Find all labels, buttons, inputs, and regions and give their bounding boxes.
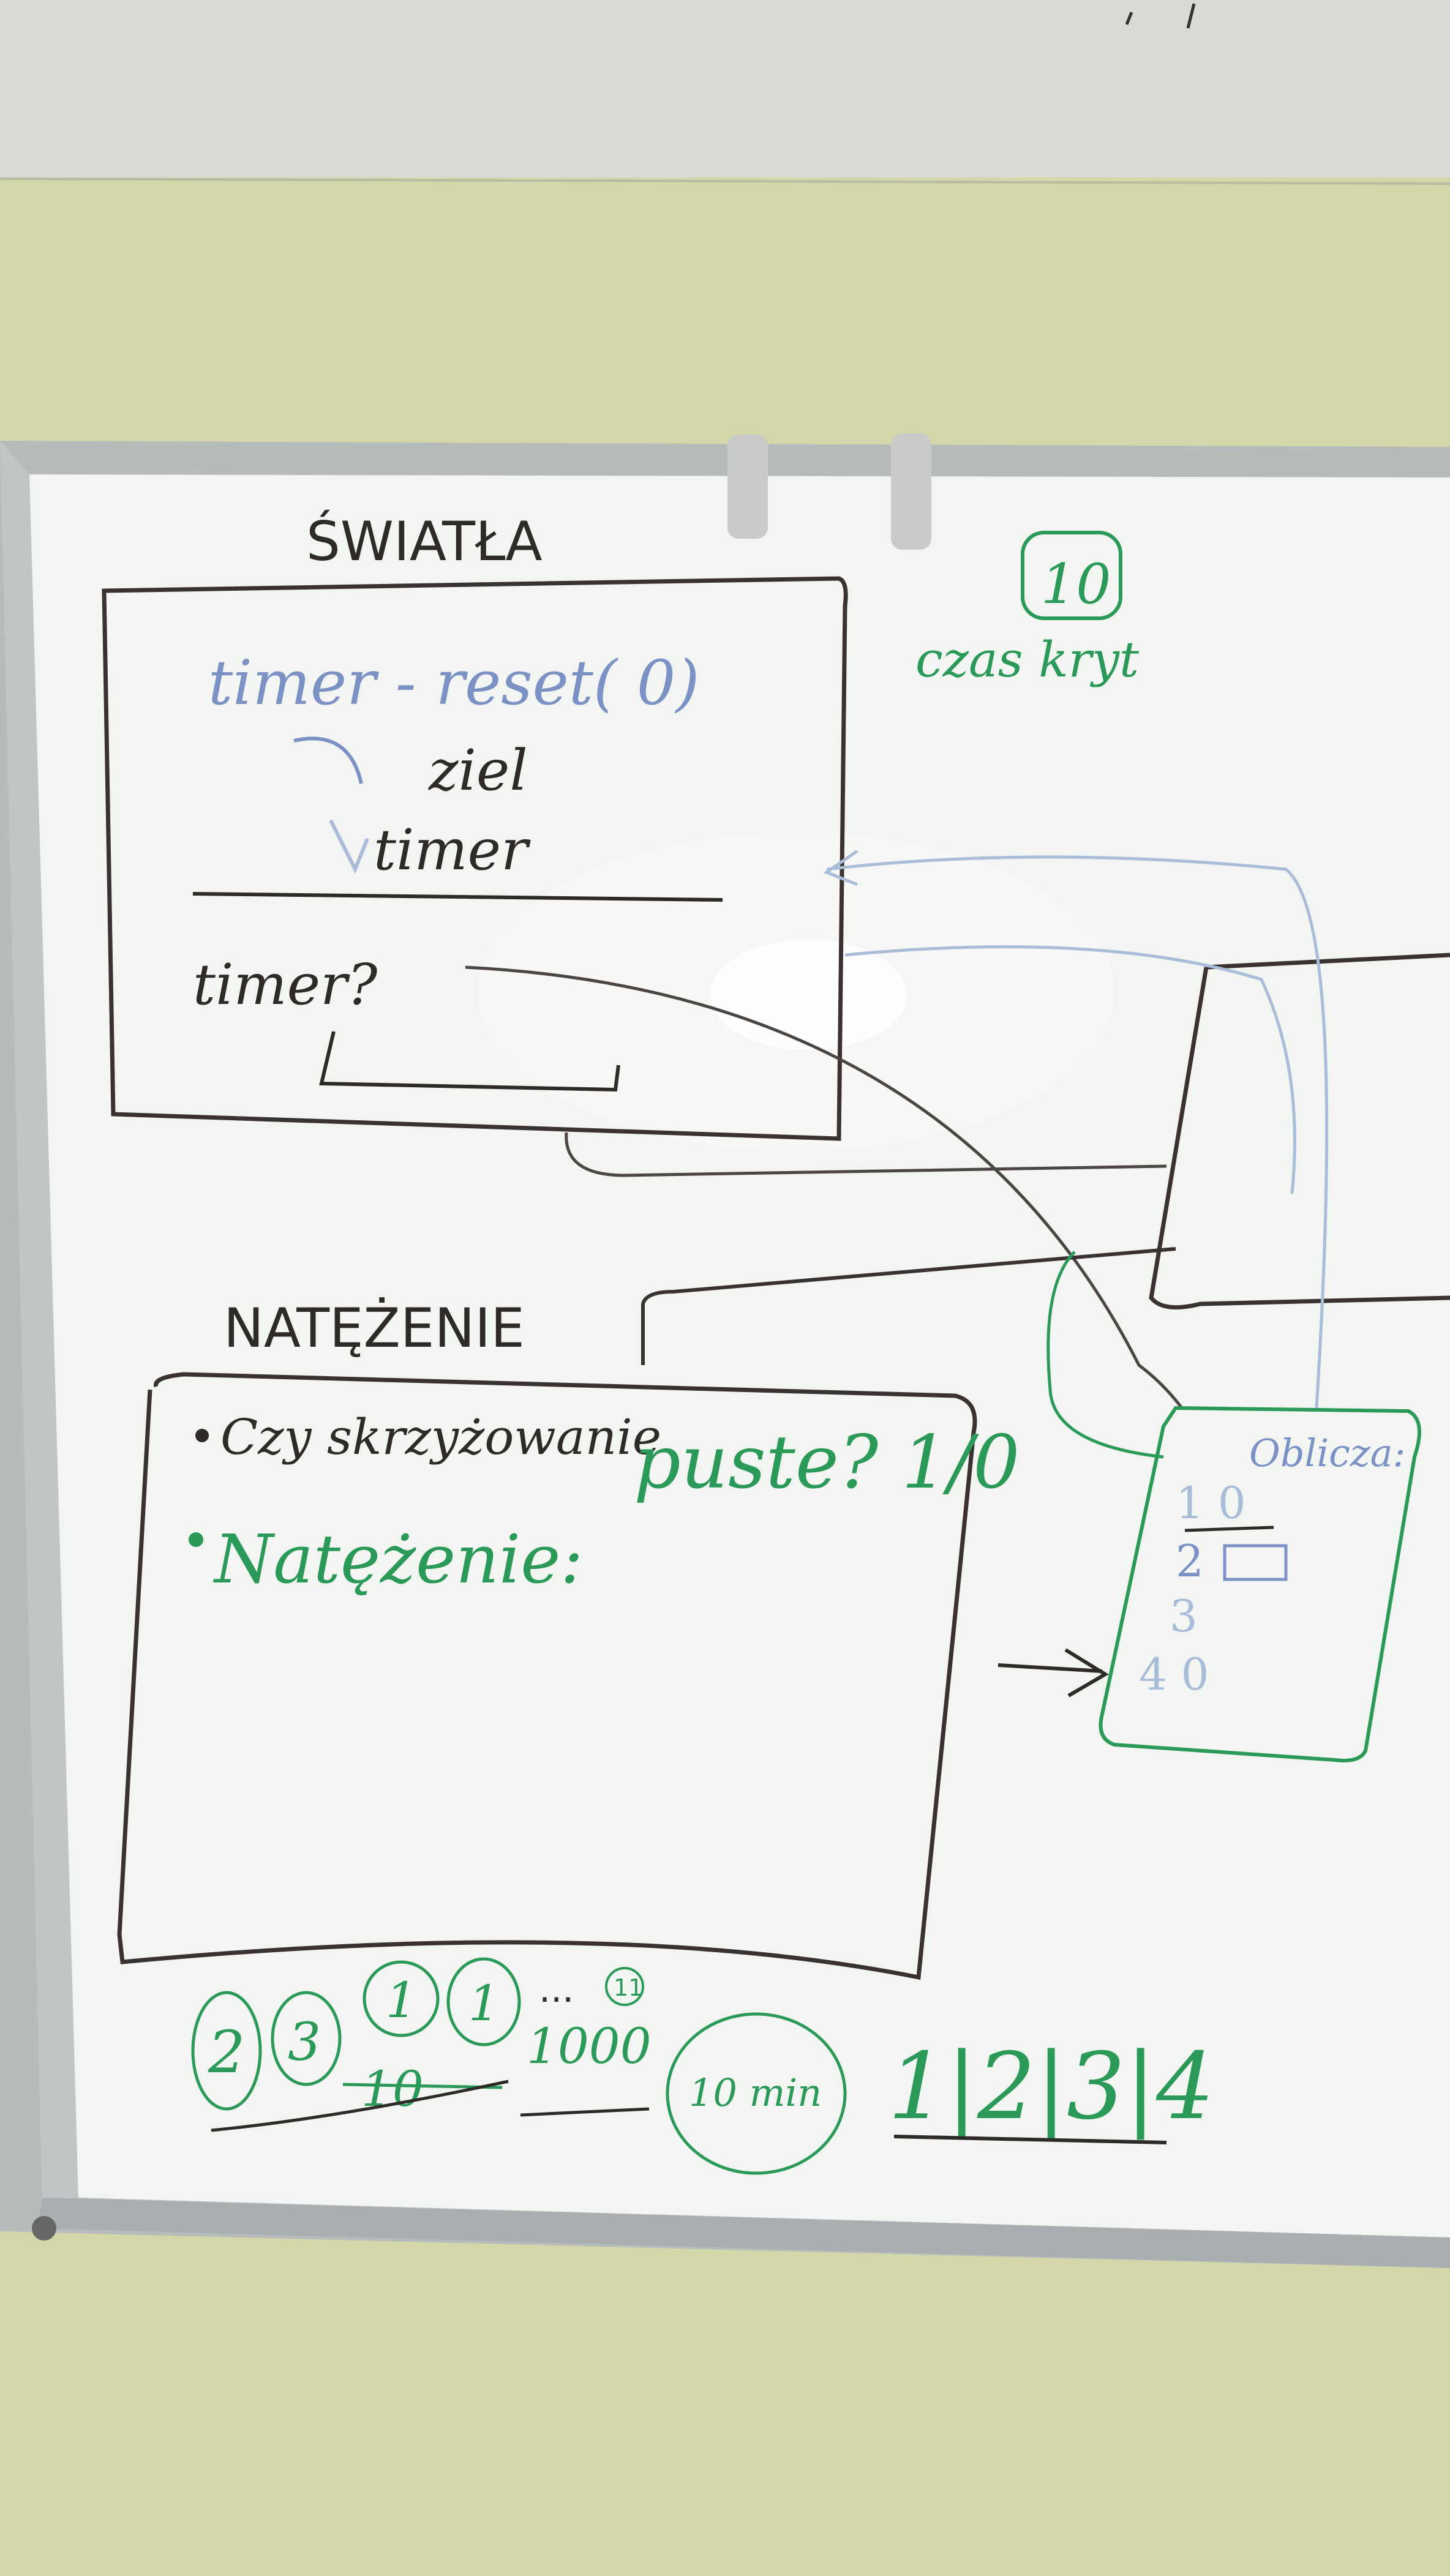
reset-arrow [293,736,363,784]
timer-question-text: timer? [193,952,378,1017]
connector-blue-2 [844,945,1296,1194]
czas-kryt-text: czas kryt [915,631,1140,688]
circle-1b [446,1957,521,2046]
circle-3 [271,1991,342,2086]
ten-min-circle [666,2012,847,2175]
score-underline [893,2135,1167,2144]
ellipsis-dots: ... [539,1968,574,2011]
underline-left [211,2080,509,2132]
ceiling-mark [1125,3,1196,29]
circle-2-label: 2 [208,2019,245,2086]
natezenie-title: NATĘŻENIE [224,1297,525,1360]
puste-text: puste? 1/0 [634,1420,1020,1505]
right-box [1149,953,1450,1310]
circle-1a [362,1960,440,2037]
arrow-head-blue [823,849,858,886]
bullet-dot-green [189,1532,203,1547]
connector-black-3 [641,1247,1176,1365]
oblicza-box [1099,1406,1421,1762]
circle-3-label: 3 [288,2012,321,2073]
board-hook [891,433,931,550]
circle-11 [605,1967,644,2006]
swiatla-box [102,576,848,1141]
circle-1a-label: 1 [386,1972,417,2029]
ten-badge-box [1021,531,1122,620]
circle-2 [191,1991,262,2111]
timer-bracket [319,1031,620,1092]
timer-reset-text: timer - reset( 0) [208,647,699,719]
ten-badge-text: 10 [1041,552,1111,616]
oblicza-item-1: 1 0 [1176,1477,1246,1529]
natezenie-box [117,1372,977,1980]
bullet-dot [195,1429,209,1442]
board-surface [28,474,1450,2237]
oblicza-title: Oblicza: [1249,1431,1405,1475]
bullet-1-text: Czy skrzyżowanie [220,1409,661,1466]
connector-black-2 [565,1132,1167,1177]
ziel-text: ziel [428,738,528,803]
connector-black-1 [465,965,1183,1409]
board-bottom-tray [37,2198,1450,2268]
check-mark [329,819,369,874]
arrow-to-oblicza [997,1648,1109,1698]
oblicza-item-2: 2 [1176,1535,1204,1587]
score-text: 1|2|3|4 [888,2034,1214,2140]
ceiling [0,0,1450,184]
frame-screw [32,2216,56,2241]
oblicza-item-4: 4 0 [1139,1649,1209,1700]
num-1000: 1000 [527,2018,652,2075]
ten-min-text: 10 min [689,2070,822,2115]
circle-11-label: 11 [614,1974,643,2001]
board-left-rail [0,441,78,2228]
underline-1000 [520,2107,650,2117]
divider-line [192,892,723,902]
oblicza-underline [1184,1526,1274,1532]
oblicza-item-3: 3 [1170,1590,1198,1642]
circle-1b-label: 1 [468,1975,500,2032]
timer-text: timer [374,817,531,883]
oblicza-box-small [1223,1544,1288,1581]
swiatla-title: ŚWIATŁA [306,510,543,573]
bullet-2-text: Natężenie: [212,1520,583,1598]
ceiling-edge [0,178,1450,185]
connector-green [1046,1251,1164,1459]
light-glare-halo [478,833,1114,1151]
board-hook [727,435,768,539]
connector-blue-1 [826,855,1329,1409]
